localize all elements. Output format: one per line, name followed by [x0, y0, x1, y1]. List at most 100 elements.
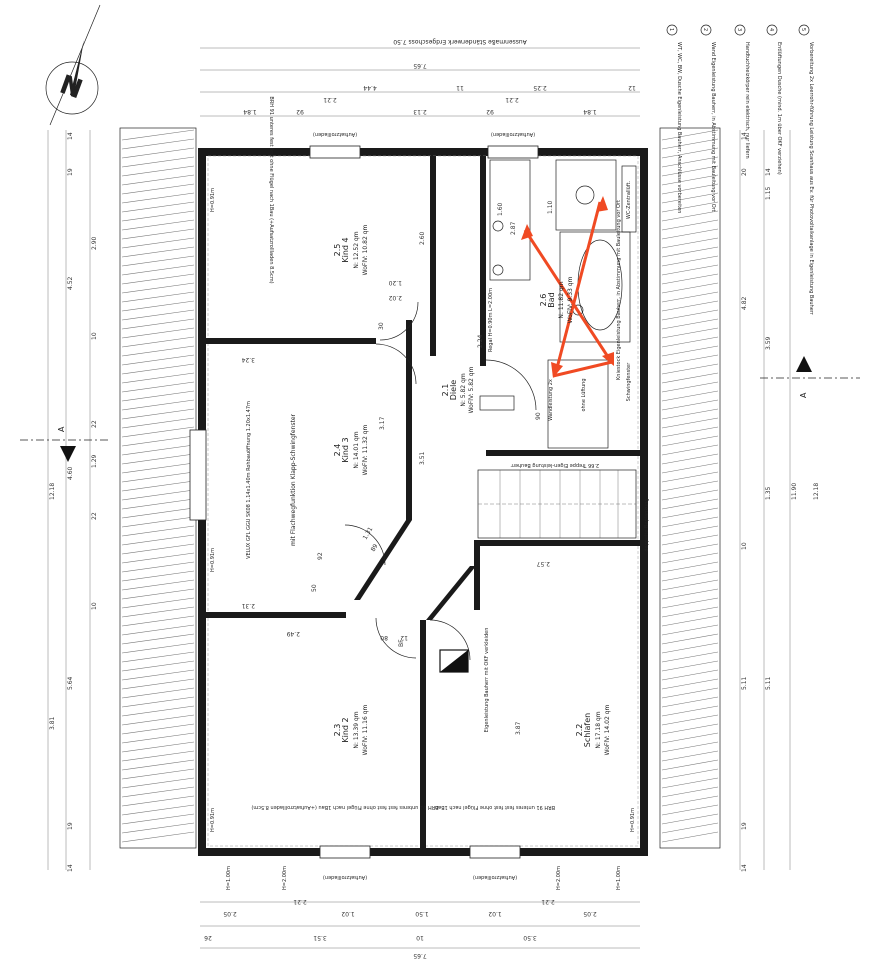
- svg-text:Kind 4: Kind 4: [341, 237, 350, 262]
- svg-text:3.50: 3.50: [523, 934, 537, 941]
- svg-text:4.44: 4.44: [363, 84, 377, 91]
- svg-text:WoFlV: 5.82 qm: WoFlV: 5.82 qm: [468, 366, 475, 413]
- svg-text:Kind 3: Kind 3: [341, 437, 350, 462]
- legend-item-1: 1 WT, WC, BW, Dusche Eigenleistung Bauhe…: [666, 24, 682, 213]
- svg-text:H=0.91m: H=0.91m: [630, 808, 636, 832]
- svg-text:5: 5: [800, 28, 806, 31]
- svg-text:3.51: 3.51: [419, 451, 426, 465]
- svg-text:3: 3: [736, 28, 742, 31]
- window-kind3: [189, 429, 207, 521]
- svg-text:H=0.91m: H=0.91m: [210, 188, 216, 212]
- svg-text:26: 26: [204, 934, 212, 941]
- note-klapp: mit Flachwegfunktion Klapp-Schwingfenste…: [290, 413, 297, 546]
- svg-text:3.17: 3.17: [379, 416, 386, 430]
- svg-text:4.52: 4.52: [67, 276, 74, 290]
- window-kind4: [309, 145, 361, 159]
- svg-text:WoFlV: 11.32 qm: WoFlV: 11.32 qm: [362, 425, 369, 476]
- svg-text:H=1.00m: H=1.00m: [226, 866, 232, 890]
- svg-text:WoFlV: 11.16 qm: WoFlV: 11.16 qm: [362, 705, 369, 756]
- room-kind2: 2.3 Kind 2 N: 13.39 qm WoFlV: 11.16 qm: [333, 705, 369, 756]
- right-dimensions: 14 20 1.15 14 4.82 3.59 1.35 11.90 12.18…: [739, 130, 820, 872]
- svg-text:Wand Eigenleistung Bauherr, in: Wand Eigenleistung Bauherr, in Abstimmun…: [710, 42, 716, 212]
- svg-text:A: A: [57, 426, 66, 432]
- north-compass: N: [45, 4, 101, 126]
- svg-text:H=1.00m: H=1.00m: [616, 866, 622, 890]
- inner-walls: [206, 156, 640, 848]
- inner-dimensions: 2.60 3.24 3.17 3.51 2.57 2.49 3.87 2.31 …: [241, 200, 554, 735]
- svg-text:2.3: 2.3: [333, 724, 342, 737]
- svg-text:N: 17.18 qm: N: 17.18 qm: [595, 711, 602, 748]
- svg-text:2.49: 2.49: [286, 630, 300, 637]
- svg-text:Kind 2: Kind 2: [341, 717, 350, 742]
- svg-text:(Aufsatzrollladen): (Aufsatzrollladen): [473, 874, 517, 880]
- svg-text:H=0.91m: H=0.91m: [210, 548, 216, 572]
- legend-item-3: 3 Handtuchheizkörper rein elektrisch, nu…: [734, 24, 750, 159]
- svg-text:14: 14: [741, 864, 748, 872]
- svg-text:WoFlV: 14.02 qm: WoFlV: 14.02 qm: [604, 705, 611, 756]
- svg-text:92: 92: [486, 108, 494, 115]
- svg-text:3.81: 3.81: [49, 716, 56, 730]
- roof-hatch-right: [659, 127, 721, 849]
- svg-text:2.05: 2.05: [223, 910, 237, 917]
- svg-text:14: 14: [67, 864, 74, 872]
- svg-text:14: 14: [741, 132, 748, 140]
- room-kind4: 2.5 Kind 4 N: 12.52 qm WoFlV: 10.82 qm: [333, 225, 369, 276]
- svg-text:N: 13.39 qm: N: 13.39 qm: [353, 711, 360, 748]
- svg-text:11: 11: [456, 84, 464, 91]
- svg-text:4: 4: [768, 28, 774, 31]
- bottom-total-width: 7.65: [413, 952, 427, 959]
- svg-text:14: 14: [765, 168, 772, 176]
- svg-text:1.84: 1.84: [583, 108, 597, 115]
- legend-item-4: 4 Entlüftungen Dusche (mind. 1m über OKF…: [766, 24, 782, 175]
- svg-text:22: 22: [91, 420, 98, 428]
- stair-label: 2.66 Treppe Eigen-leistung Bauherr: [510, 462, 599, 468]
- section-marker-right: A: [760, 356, 860, 398]
- svg-text:90: 90: [535, 412, 542, 420]
- svg-text:89: 89: [370, 543, 380, 553]
- note-wc-zentral: WC-Zentrallüft.: [626, 181, 632, 220]
- svg-text:10: 10: [741, 542, 748, 550]
- svg-text:2.21: 2.21: [505, 96, 519, 103]
- svg-text:30: 30: [378, 322, 385, 330]
- svg-text:12.18: 12.18: [813, 483, 820, 500]
- svg-text:1.29: 1.29: [91, 454, 98, 468]
- svg-text:2.87: 2.87: [510, 221, 517, 235]
- svg-text:10: 10: [91, 332, 98, 340]
- svg-text:3.24: 3.24: [241, 356, 255, 363]
- svg-text:2.13: 2.13: [413, 108, 427, 115]
- svg-text:2.57: 2.57: [536, 560, 550, 567]
- note-wandleistung: Wandleistung 2x: [548, 379, 554, 421]
- svg-text:Vorbereitung 2x Leerrohr-führu: Vorbereitung 2x Leerrohr-führung Leistun…: [808, 42, 814, 316]
- svg-text:1.02: 1.02: [488, 910, 502, 917]
- svg-text:2.02: 2.02: [388, 294, 402, 301]
- svg-text:2.24: 2.24: [477, 334, 484, 348]
- svg-text:19: 19: [741, 822, 748, 830]
- note-lueftung: ohne Lüftung: [581, 378, 587, 411]
- svg-text:2.05: 2.05: [583, 910, 597, 917]
- svg-text:Diele: Diele: [449, 380, 458, 401]
- svg-text:N: 14.01 qm: N: 14.01 qm: [353, 431, 360, 468]
- roof-hatch-left: [119, 127, 197, 849]
- svg-text:12: 12: [400, 634, 408, 641]
- svg-text:10: 10: [91, 602, 98, 610]
- window-schlafen: [469, 845, 521, 859]
- svg-text:WT, WC, BW, Dusche Eigenleistu: WT, WC, BW, Dusche Eigenleistung Bauherr…: [676, 42, 682, 213]
- svg-text:Schlafen: Schlafen: [583, 713, 592, 747]
- svg-text:11.90: 11.90: [791, 483, 798, 500]
- svg-text:(Aufsatzrollladen): (Aufsatzrollladen): [313, 131, 357, 137]
- red-arrows: [521, 196, 614, 378]
- note-window-kind4: BRH 91 unteres fest fest ohne Flügel nac…: [268, 96, 274, 283]
- top-total-width: 7.65: [413, 62, 427, 69]
- svg-text:2.21: 2.21: [293, 898, 307, 905]
- svg-text:2.21: 2.21: [541, 898, 555, 905]
- note-velux: VELUX GFL GGU SK08 1.14x1.40m Rohbauöffn…: [246, 401, 252, 559]
- svg-text:2.90: 2.90: [91, 236, 98, 250]
- svg-text:N: 5.82 qm: N: 5.82 qm: [460, 373, 467, 406]
- svg-text:1.15: 1.15: [765, 186, 772, 200]
- svg-text:1.10: 1.10: [547, 200, 554, 214]
- svg-text:22: 22: [91, 512, 98, 520]
- svg-text:2.31: 2.31: [241, 602, 255, 609]
- svg-text:WoFlV: 9.33 qm: WoFlV: 9.33 qm: [567, 276, 574, 323]
- svg-text:3.87: 3.87: [515, 721, 522, 735]
- svg-text:(Aufsatzrollladen): (Aufsatzrollladen): [323, 874, 367, 880]
